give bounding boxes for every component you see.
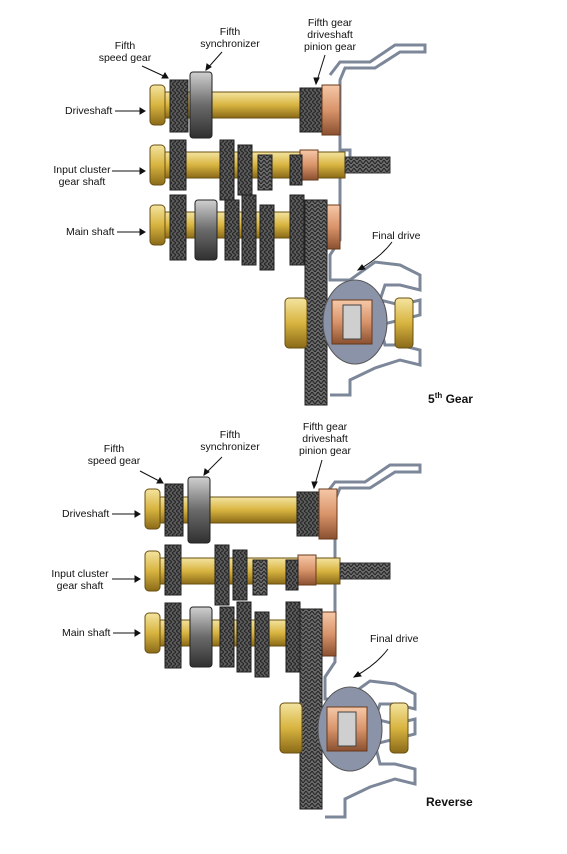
housing-outline: [323, 463, 422, 819]
label-final-drive: Final drive: [370, 633, 419, 645]
label-final-drive: Final drive: [372, 230, 421, 242]
label-driveshaft: Driveshaft: [62, 508, 110, 520]
transaxle-illustration: [112, 456, 422, 819]
caption-reverse: Reverse: [426, 795, 473, 809]
label-main-shaft: Main shaft: [66, 226, 115, 238]
caption-5th-gear: 5th Gear: [428, 391, 473, 406]
transaxle-illustration: [112, 43, 427, 406]
label-driveshaft: Driveshaft: [65, 105, 113, 117]
housing-outline: [328, 43, 427, 397]
label-main-shaft: Main shaft: [62, 627, 111, 639]
